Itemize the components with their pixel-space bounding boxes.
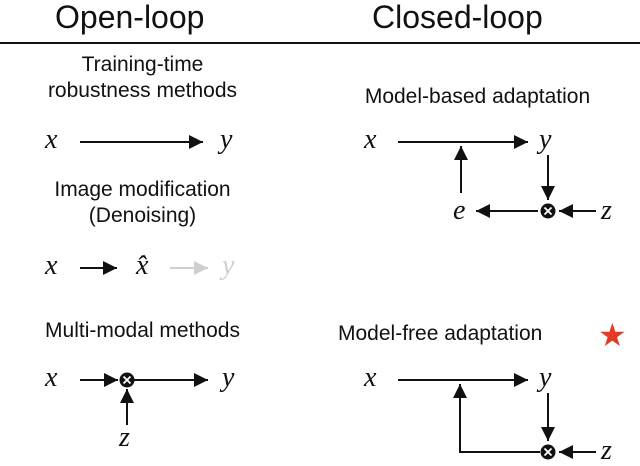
closed-loop-header: Closed-loop [372, 0, 543, 35]
model-based-combine-node [540, 203, 556, 219]
multimodal-input-var: x [45, 362, 58, 393]
model-free-output-var: y [539, 362, 552, 393]
image-mod-label: Image modification (Denoising) [20, 177, 265, 229]
model-free-aux-var: z [601, 435, 612, 466]
model-free-feedback-arrow [453, 384, 540, 453]
image-mod-input-var: x [45, 250, 58, 281]
multimodal-combine-node [119, 372, 135, 388]
image-mod-label-line2: (Denoising) [88, 204, 197, 227]
multimodal-aux-var: z [119, 422, 130, 453]
model-based-error-var: e [453, 195, 466, 226]
model-based-label: Model-based adaptation [364, 85, 591, 108]
star-icon: ★ [598, 317, 627, 353]
image-mod-intermediate-var: x̂ [136, 250, 149, 281]
image-mod-output-var: y [222, 250, 235, 281]
model-based-aux-var: z [601, 195, 612, 226]
model-based-output-var: y [539, 124, 552, 155]
multimodal-output-var: y [222, 362, 235, 393]
multimodal-label: Multi-modal methods [45, 319, 240, 342]
model-free-input-var: x [364, 362, 377, 393]
header-divider [0, 42, 640, 44]
open-loop-header: Open-loop [55, 0, 205, 35]
training-input-var: x [45, 124, 58, 155]
model-free-label: Model-free adaptation [338, 322, 543, 345]
model-based-input-var: x [364, 124, 377, 155]
training-label: Training-time robustness methods [20, 52, 265, 104]
training-label-line2: robustness methods [47, 79, 238, 102]
training-label-line1: Training-time [81, 53, 204, 76]
model-free-combine-node [540, 444, 556, 460]
training-output-var: y [220, 124, 233, 155]
image-mod-label-line1: Image modification [54, 178, 231, 201]
